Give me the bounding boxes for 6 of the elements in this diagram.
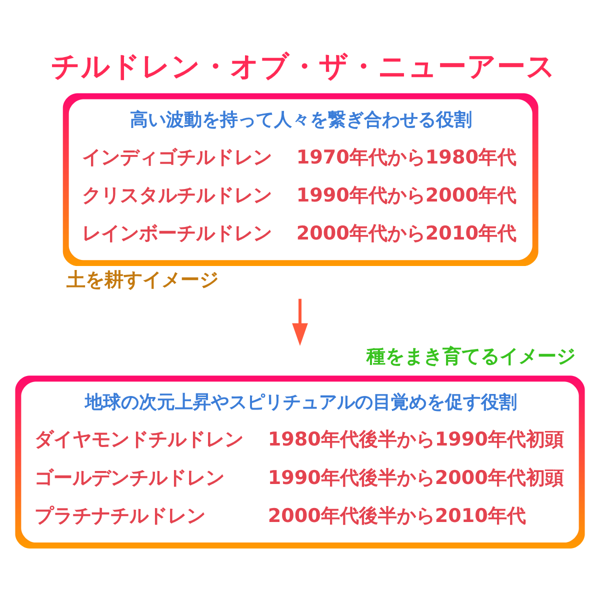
- node-box: 高い波動を持って人々を繋ぎ合わせる役割 インディゴチルドレン 1970年代から1980年代 クリスタルチルドレン 1990年代から2000年代 レインボーチルドレン 2000年代から2010年代: [62, 93, 538, 266]
- arrow: [292, 298, 308, 346]
- diagram-title: チルドレン・オブ・ザ・ニューアース: [50, 49, 556, 84]
- node-label: 土を耕すイメージ: [66, 269, 218, 292]
- node-label: 種をまき育てるイメージ: [366, 345, 576, 368]
- node-box: 地球の次元上昇やスピリチュアルの目覚めを促す役割 ダイヤモンドチルドレン 1980年代後半から1990年代初頭 ゴールデンチルドレン 1990年代後半から2000年代初頭 プラチナチルドレン 2000年代後半から2010年代: [15, 376, 585, 548]
